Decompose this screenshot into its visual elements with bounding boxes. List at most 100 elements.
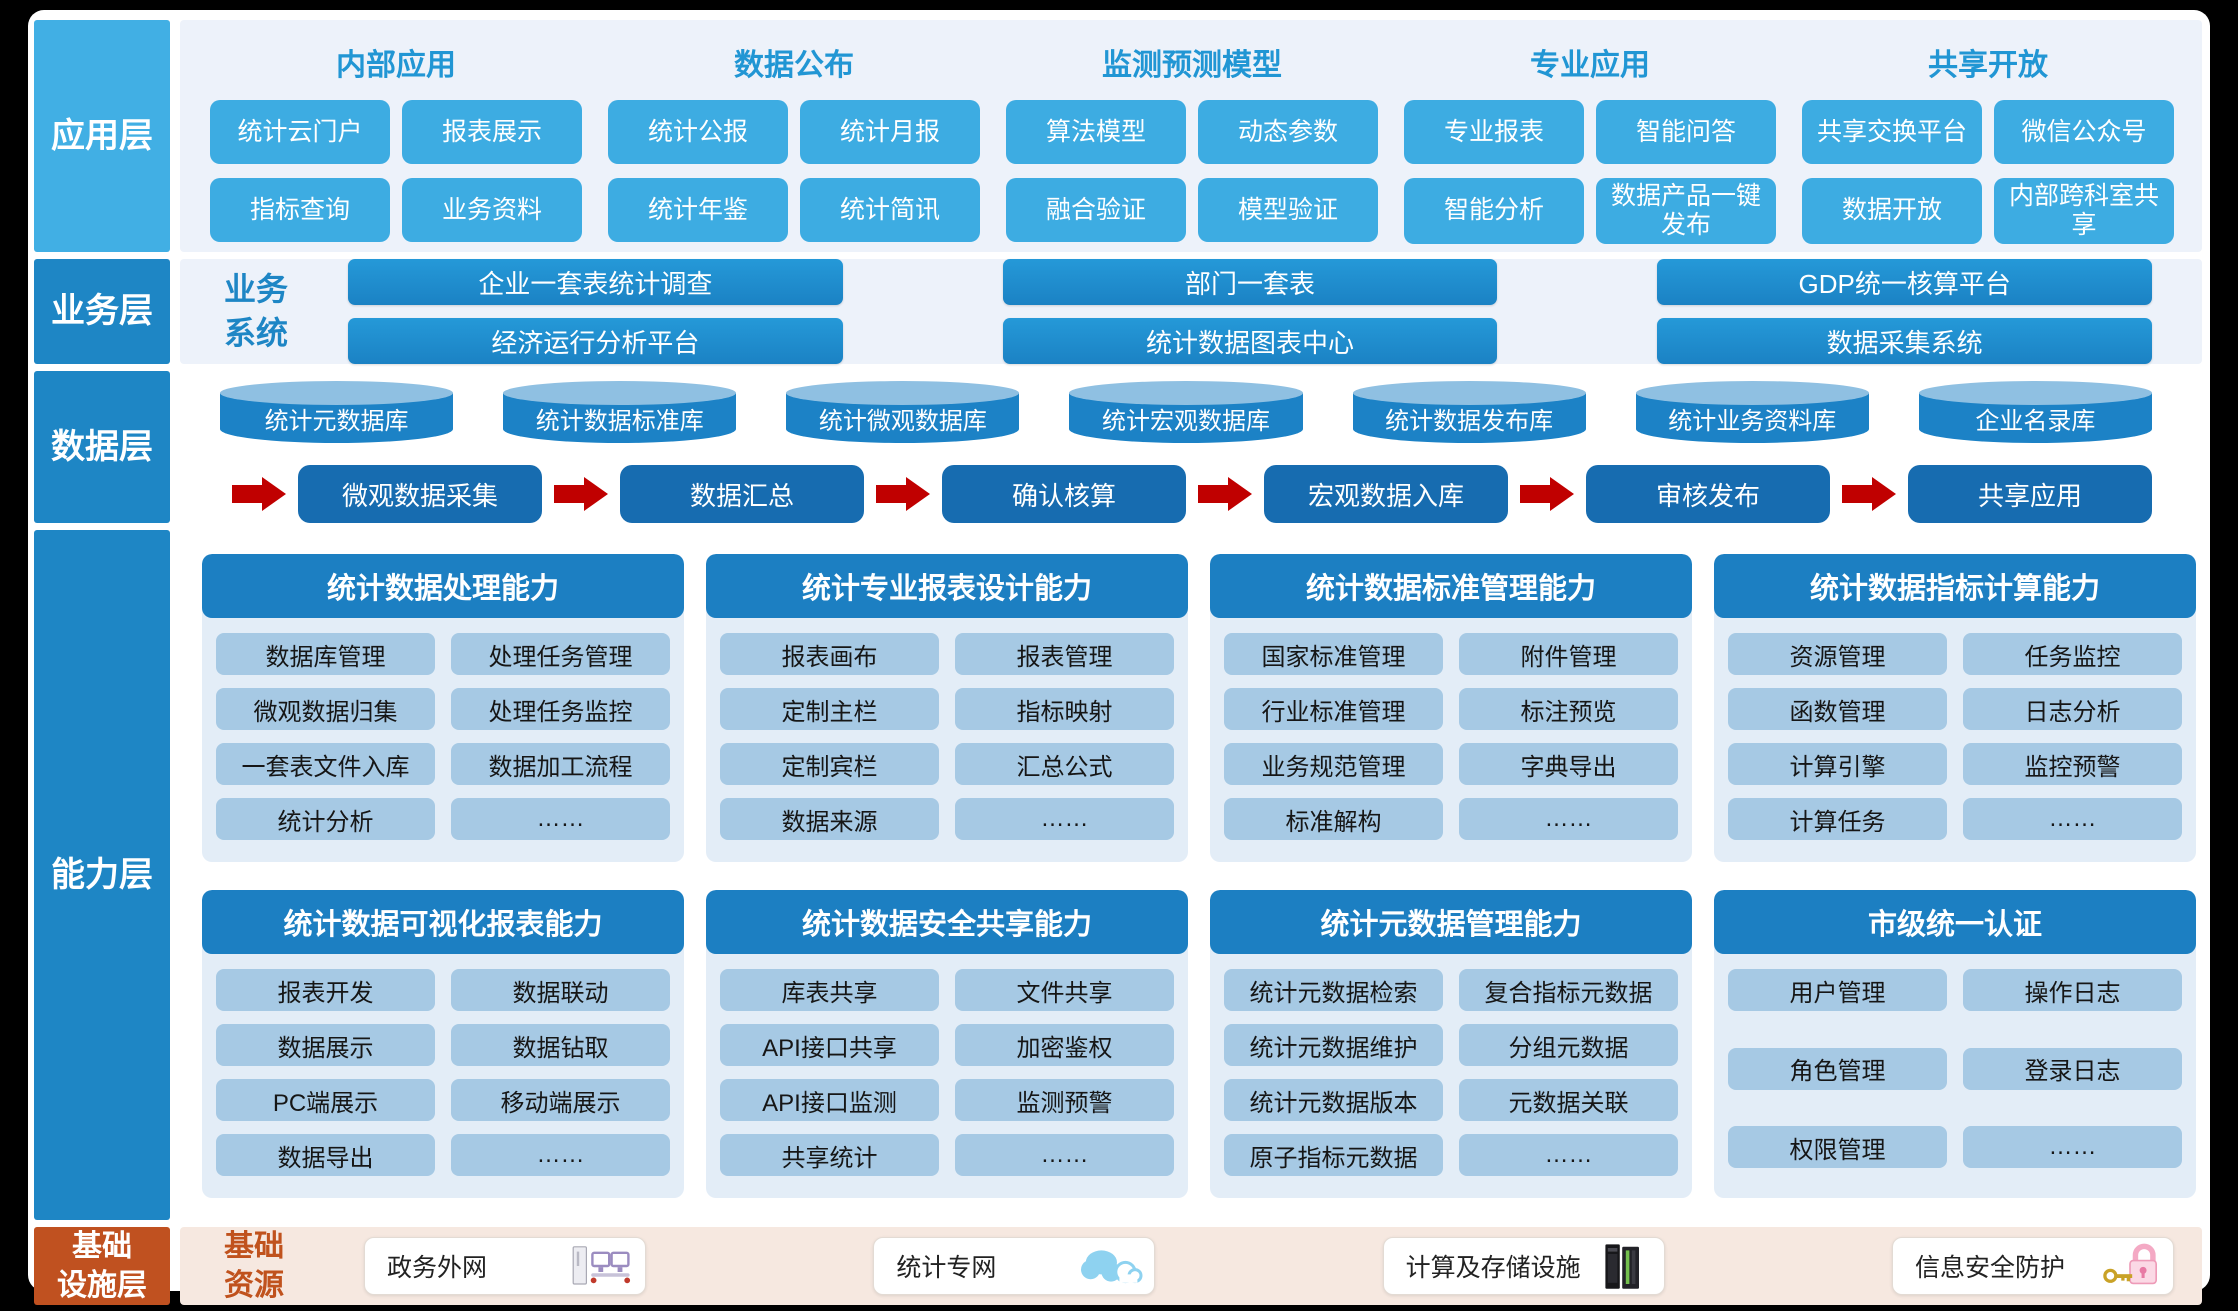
- capability-item: 定制宾栏: [720, 743, 939, 785]
- business-system-bar: GDP统一核算平台: [1657, 259, 2152, 305]
- capability-item: 数据展示: [216, 1024, 435, 1066]
- capability-card-items: 数据库管理处理任务管理微观数据归集处理任务监控一套表文件入库数据加工流程统计分析…: [202, 618, 684, 862]
- flow-step-box: 数据汇总: [620, 465, 864, 523]
- flow-arrow-icon: [554, 477, 608, 511]
- flow-step-box: 确认核算: [942, 465, 1186, 523]
- flow-step: 数据汇总: [542, 465, 864, 523]
- infra-box-label: 统计专网: [896, 1254, 997, 1282]
- layer-label-capability: 能力层: [34, 530, 170, 1220]
- capability-item: 字典导出: [1459, 743, 1678, 785]
- capability-card-items: 统计元数据检索复合指标元数据统计元数据维护分组元数据统计元数据版本元数据关联原子…: [1210, 954, 1692, 1198]
- app-group-items: 共享交换平台微信公众号数据开放内部跨科室共享: [1802, 100, 2174, 244]
- capability-item: 数据来源: [720, 798, 939, 840]
- app-module-box: 报表展示: [402, 100, 582, 164]
- app-module-box: 微信公众号: [1994, 100, 2174, 164]
- business-system-column: 企业一套表统计调查经济运行分析平台: [348, 259, 843, 364]
- flow-arrow-icon: [1520, 477, 1574, 511]
- capability-item: ……: [451, 1134, 670, 1176]
- capability-item: PC端展示: [216, 1079, 435, 1121]
- infra-box-compute-storage: 计算及存储设施: [1382, 1237, 1665, 1295]
- capability-layer-row: 能力层 统计数据处理能力 数据库管理处理任务管理微观数据归集处理任务监控一套表文…: [34, 530, 2202, 1220]
- database-cylinder: 统计元数据库: [220, 381, 454, 443]
- capability-card: 市级统一认证 用户管理操作日志角色管理登录日志权限管理……: [1714, 890, 2196, 1198]
- infra-box-label: 信息安全防护: [1914, 1254, 2065, 1282]
- capability-item: 用户管理: [1728, 969, 1947, 1011]
- capability-item: 移动端展示: [451, 1079, 670, 1121]
- capability-item: 计算任务: [1728, 798, 1947, 840]
- capability-card-title: 统计数据安全共享能力: [706, 890, 1188, 954]
- flow-step-box: 共享应用: [1908, 465, 2152, 523]
- capability-card-items: 资源管理任务监控函数管理日志分析计算引擎监控预警计算任务……: [1714, 618, 2196, 862]
- capability-item: 加密鉴权: [955, 1024, 1174, 1066]
- capability-item: 函数管理: [1728, 688, 1947, 730]
- infrastructure-layer-row: 基础 设施层 基础 资源 政务外网: [34, 1227, 2202, 1305]
- capability-card-title: 市级统一认证: [1714, 890, 2196, 954]
- capability-item: 计算引擎: [1728, 743, 1947, 785]
- layer-label-infrastructure: 基础 设施层: [34, 1227, 170, 1305]
- application-layer-content: 内部应用 统计云门户报表展示指标查询业务资料 数据公布 统计公报统计月报统计年鉴…: [180, 20, 2202, 252]
- capability-item: 元数据关联: [1459, 1079, 1678, 1121]
- capability-item: 报表管理: [955, 633, 1174, 675]
- capability-item: 日志分析: [1963, 688, 2182, 730]
- infra-box-gov-extranet: 政务外网: [364, 1237, 646, 1295]
- capability-item: ……: [451, 798, 670, 840]
- workstation-icon: [572, 1246, 631, 1285]
- flow-step-box: 审核发布: [1586, 465, 1830, 523]
- app-group-items: 算法模型动态参数融合验证模型验证: [1006, 100, 1378, 242]
- app-module-box: 数据开放: [1802, 178, 1982, 244]
- capability-item: 处理任务监控: [451, 688, 670, 730]
- business-system-bar: 统计数据图表中心: [1002, 318, 1498, 364]
- capability-item: 标准解构: [1224, 798, 1443, 840]
- app-module-box: 共享交换平台: [1802, 100, 1982, 164]
- app-group-title: 共享开放: [1928, 49, 2048, 82]
- cloud-icon: [1081, 1250, 1143, 1284]
- capability-item: 库表共享: [720, 969, 939, 1011]
- capability-item: 数据库管理: [216, 633, 435, 675]
- capability-item: 权限管理: [1728, 1126, 1947, 1168]
- capability-item: 统计元数据检索: [1224, 969, 1443, 1011]
- flow-step: 审核发布: [1508, 465, 1830, 523]
- flow-step-box: 微观数据采集: [298, 465, 542, 523]
- app-module-box: 智能分析: [1404, 178, 1584, 244]
- business-layer-content: 业务 系统 企业一套表统计调查经济运行分析平台 部门一套表统计数据图表中心 GD…: [180, 259, 2202, 364]
- capability-item: 监控预警: [1963, 743, 2182, 785]
- lock-icon: [2103, 1243, 2157, 1285]
- app-module-box: 智能问答: [1596, 100, 1776, 164]
- capability-item: 文件共享: [955, 969, 1174, 1011]
- capability-card-items: 用户管理操作日志角色管理登录日志权限管理……: [1714, 954, 2196, 1198]
- capability-card-items: 报表画布报表管理定制主栏指标映射定制宾栏汇总公式数据来源……: [706, 618, 1188, 862]
- architecture-diagram-sheet: 应用层 内部应用 统计云门户报表展示指标查询业务资料 数据公布 统计公报统计月报…: [28, 10, 2210, 1305]
- app-module-box: 融合验证: [1006, 178, 1186, 242]
- capability-item: 报表画布: [720, 633, 939, 675]
- business-system-column: GDP统一核算平台数据采集系统: [1657, 259, 2152, 364]
- capability-item: 资源管理: [1728, 633, 1947, 675]
- capability-item: ……: [1963, 1126, 2182, 1168]
- capability-item: 统计元数据维护: [1224, 1024, 1443, 1066]
- layer-label-application: 应用层: [34, 20, 170, 252]
- infra-box-security: 信息安全防护: [1891, 1237, 2174, 1295]
- capability-item: 定制主栏: [720, 688, 939, 730]
- capability-item: 附件管理: [1459, 633, 1678, 675]
- app-module-box: 算法模型: [1006, 100, 1186, 164]
- capability-item: 行业标准管理: [1224, 688, 1443, 730]
- database-cylinder: 统计数据发布库: [1352, 381, 1586, 443]
- capability-card-title: 统计数据指标计算能力: [1714, 554, 2196, 618]
- capability-card: 统计数据处理能力 数据库管理处理任务管理微观数据归集处理任务监控一套表文件入库数…: [202, 554, 684, 862]
- capability-card-title: 统计数据可视化报表能力: [202, 890, 684, 954]
- capability-item: 统计分析: [216, 798, 435, 840]
- app-group-items: 专业报表智能问答智能分析数据产品一键发布: [1404, 100, 1776, 244]
- capability-card-items: 国家标准管理附件管理行业标准管理标注预览业务规范管理字典导出标准解构……: [1210, 618, 1692, 862]
- capability-item: 一套表文件入库: [216, 743, 435, 785]
- app-module-box: 业务资料: [402, 178, 582, 242]
- flow-step: 宏观数据入库: [1186, 465, 1508, 523]
- app-group: 内部应用 统计云门户报表展示指标查询业务资料: [210, 28, 582, 242]
- infra-box-label: 计算及存储设施: [1405, 1254, 1581, 1282]
- capability-item: 复合指标元数据: [1459, 969, 1678, 1011]
- capability-item: 数据导出: [216, 1134, 435, 1176]
- database-cylinder: 统计数据标准库: [503, 381, 737, 443]
- capability-item: ……: [955, 1134, 1174, 1176]
- capability-item: 登录日志: [1963, 1047, 2182, 1090]
